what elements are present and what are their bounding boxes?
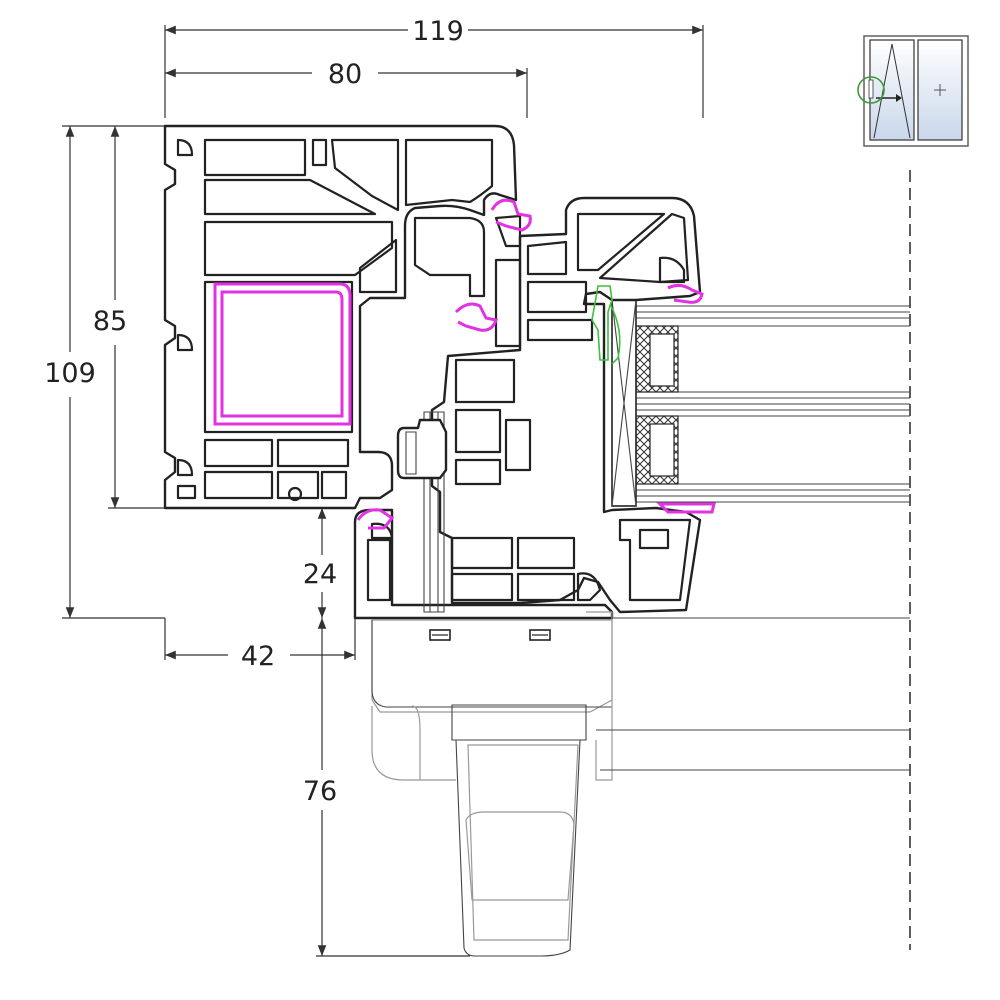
dimension-overall-height: 109 (44, 358, 96, 389)
dimension-lines (62, 25, 704, 957)
dimension-base-width: 42 (241, 641, 275, 672)
dimension-frame-height: 85 (93, 306, 127, 337)
marker-circle (857, 76, 885, 104)
dimension-frame-width: 80 (328, 59, 362, 90)
dimension-handle-depth: 76 (303, 776, 337, 807)
handle-assembly (371, 411, 910, 957)
dimension-sash-offset: 24 (303, 559, 337, 590)
glazing-bead-seal (591, 285, 621, 365)
glazing-unit (611, 299, 910, 507)
window-sash-icon (857, 35, 969, 147)
sash-profile (430, 196, 702, 614)
dimension-overall-width: 119 (412, 16, 464, 47)
gaskets (356, 198, 716, 530)
